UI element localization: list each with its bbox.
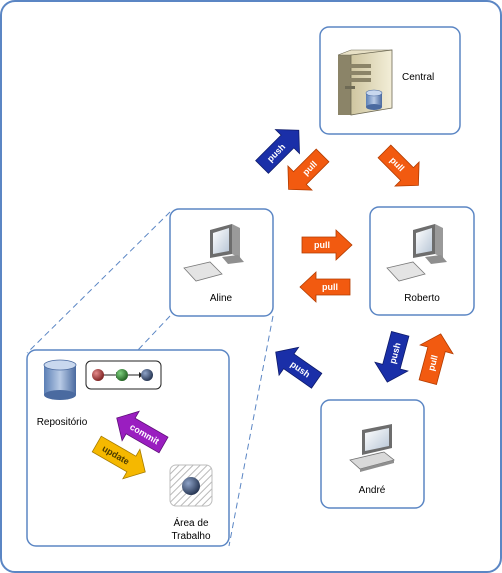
commit-history-icon [85, 360, 162, 390]
detail-box: Repositório Área de Trabalho [26, 349, 230, 547]
laptop-icon [349, 424, 395, 472]
database-icon [43, 359, 77, 400]
arrow-update: update [91, 435, 146, 480]
arrow-push-andre-aline: push [275, 346, 323, 389]
desktop-computer-icon [386, 224, 447, 282]
repository[interactable]: Repositório [37, 359, 88, 428]
zoom-line-right [228, 315, 274, 547]
server-icon [337, 49, 393, 116]
arrow-push-aline-central: push [255, 129, 300, 174]
working-copy-ball [182, 477, 200, 495]
working-area-label-line2: Trabalho [171, 531, 211, 542]
arrow-label: pull [426, 354, 440, 372]
arrow-label: pull [314, 240, 330, 250]
repository-label: Repositório [37, 417, 88, 428]
zoom-line-left [26, 211, 171, 354]
zoom-line-mid [137, 315, 171, 351]
arrow-pull-central-roberto: pull [377, 144, 420, 187]
node-label-central: Central [402, 72, 434, 83]
arrow-pull-roberto-aline: pull [299, 271, 351, 303]
node-label-aline: Aline [210, 293, 233, 304]
node-aline[interactable]: Aline [169, 208, 274, 317]
node-label-roberto: Roberto [404, 293, 440, 304]
arrow-pull-aline-roberto: pull [301, 229, 353, 261]
desktop-computer-icon [183, 224, 244, 282]
arrow-push-roberto-andre: push [374, 330, 410, 383]
node-central[interactable]: Central [319, 26, 461, 135]
working-area[interactable]: Área de Trabalho [169, 464, 213, 542]
arrow-pull-central-aline: pull [287, 148, 330, 191]
node-andre[interactable]: André [320, 399, 425, 509]
node-roberto[interactable]: Roberto [369, 206, 475, 316]
arrow-pull-andre-roberto: pull [418, 333, 454, 386]
database-small-icon [365, 89, 383, 110]
arrow-label: pull [322, 282, 338, 292]
working-area-label-line1: Área de [173, 516, 208, 529]
node-label-andre: André [359, 485, 386, 496]
